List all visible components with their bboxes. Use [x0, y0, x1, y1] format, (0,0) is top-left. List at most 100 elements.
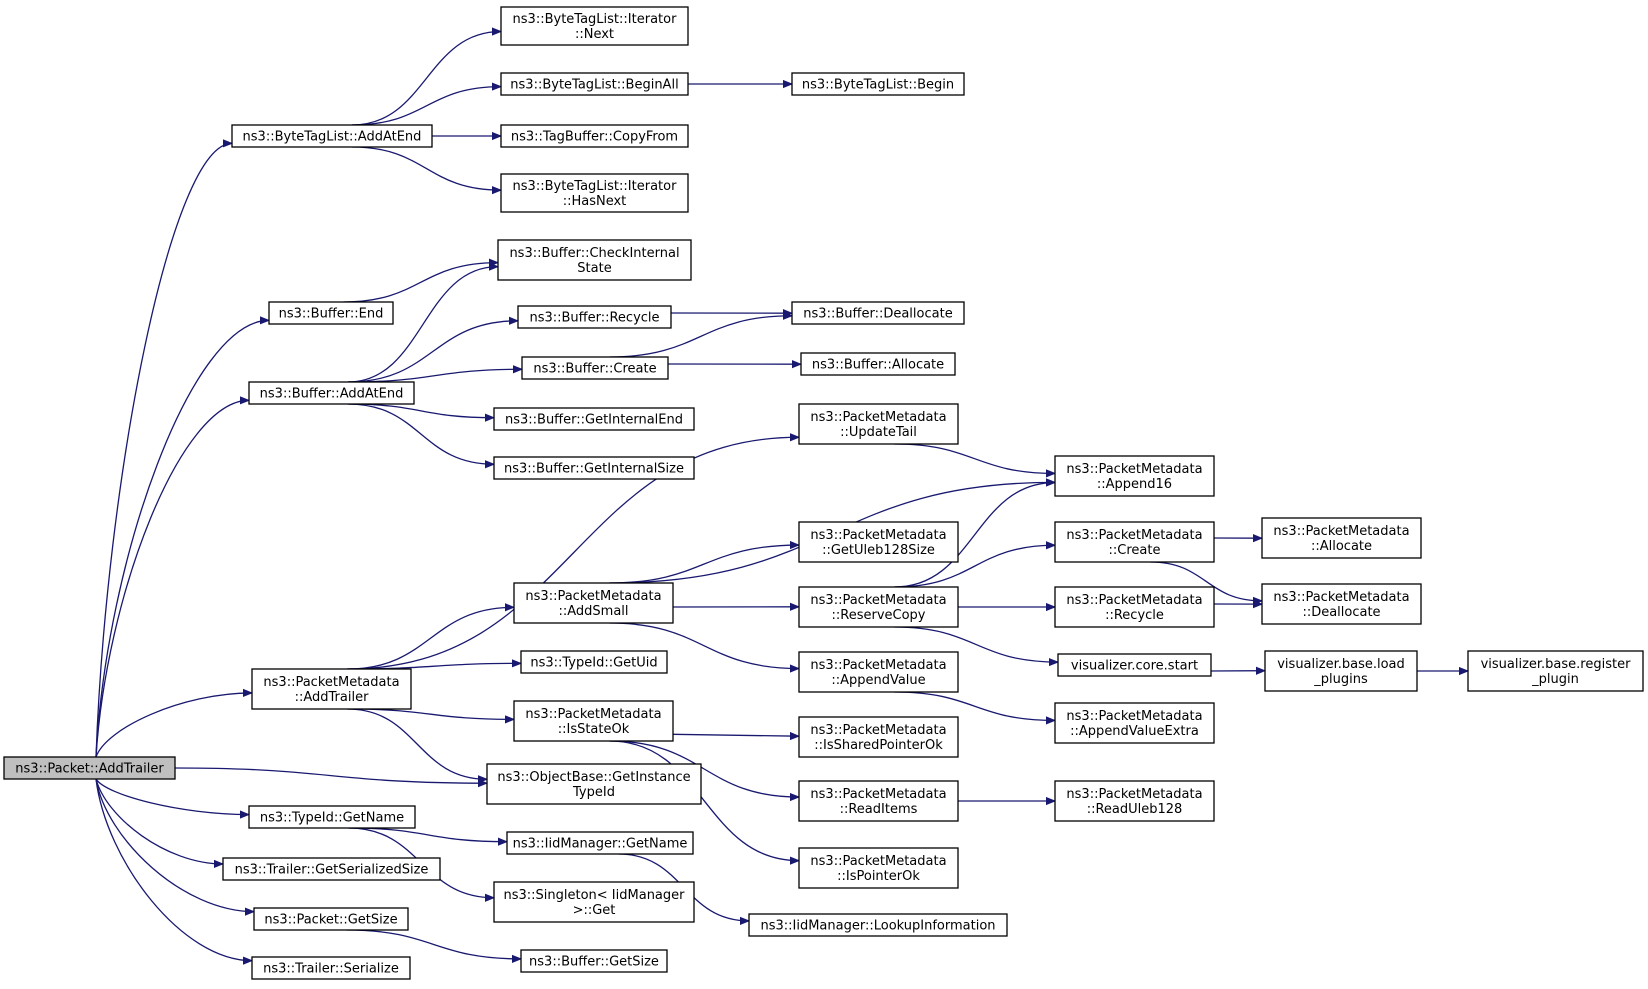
- node-buf-end[interactable]: ns3::Buffer::End: [268, 301, 394, 325]
- node-singleton-get[interactable]: ns3::Singleton< IidManager>::Get: [493, 881, 695, 923]
- node-label: ns3::Packet::AddTrailer: [15, 762, 164, 777]
- node-pm-updatetail[interactable]: ns3::PacketMetadata::UpdateTail: [798, 403, 959, 445]
- node-label: ns3::PacketMetadata: [810, 723, 946, 738]
- node-buf-recycle[interactable]: ns3::Buffer::Recycle: [517, 305, 672, 329]
- node-label: ::Deallocate: [1302, 605, 1380, 620]
- node-pm-appendvalue[interactable]: ns3::PacketMetadata::AppendValue: [798, 651, 959, 693]
- edge-path: [174, 767, 487, 783]
- node-pm-create[interactable]: ns3::PacketMetadata::Create: [1054, 521, 1215, 563]
- node-pm-readitems[interactable]: ns3::PacketMetadata::ReadItems: [798, 780, 959, 822]
- node-label: ns3::PacketMetadata: [810, 787, 946, 802]
- node-box: [497, 239, 692, 281]
- node-pm-isstateok[interactable]: ns3::PacketMetadata::IsStateOk: [513, 700, 674, 742]
- edge-path: [894, 443, 1055, 473]
- node-pm-issharedpointerok[interactable]: ns3::PacketMetadata::IsSharedPointerOk: [798, 716, 959, 758]
- node-pm-addsmall[interactable]: ns3::PacketMetadata::AddSmall: [513, 582, 674, 624]
- edge-path: [894, 691, 1055, 720]
- edge-root-to-buf-end: [95, 320, 269, 758]
- node-buf-getinternalend[interactable]: ns3::Buffer::GetInternalEnd: [493, 407, 695, 431]
- node-btl-begin[interactable]: ns3::ByteTagList::Begin: [791, 72, 965, 96]
- node-label: ::GetUleb128Size: [822, 543, 935, 558]
- node-label: ns3::PacketMetadata: [810, 854, 946, 869]
- edge-path: [894, 545, 1055, 588]
- node-pm-append16[interactable]: ns3::PacketMetadata::Append16: [1054, 455, 1215, 497]
- node-iid-lookupinformation[interactable]: ns3::IidManager::LookupInformation: [748, 913, 1008, 937]
- node-btl-addatend[interactable]: ns3::ByteTagList::AddAtEnd: [231, 124, 433, 148]
- edge-buf-addatend-to-buf-recycle: [347, 321, 518, 383]
- node-box: [493, 881, 695, 923]
- node-typeid-getuid[interactable]: ns3::TypeId::GetUid: [520, 650, 668, 674]
- edge-pm-isstateok-to-pm-issharedpointerok: [672, 734, 799, 736]
- edges-layer: [95, 32, 1468, 961]
- node-label: ns3::PacketMetadata: [1066, 787, 1202, 802]
- node-label: ns3::PacketMetadata: [810, 658, 946, 673]
- node-label: ns3::PacketMetadata: [810, 410, 946, 425]
- node-btl-beginall[interactable]: ns3::ByteTagList::BeginAll: [500, 72, 689, 96]
- edge-path: [95, 778, 249, 815]
- edge-typeid-getname-to-iid-getname: [348, 827, 507, 842]
- node-root[interactable]: ns3::Packet::AddTrailer: [3, 756, 176, 780]
- edge-pm-updatetail-to-pm-append16: [894, 443, 1055, 473]
- node-buf-deallocate[interactable]: ns3::Buffer::Deallocate: [791, 301, 965, 325]
- node-pm-ispointerok[interactable]: ns3::PacketMetadata::IsPointerOk: [798, 847, 959, 889]
- edge-root-to-trailer-serialize: [95, 778, 252, 961]
- node-pm-addtrailer[interactable]: ns3::PacketMetadata::AddTrailer: [251, 668, 412, 710]
- node-buf-getinternalsize[interactable]: ns3::Buffer::GetInternalSize: [493, 456, 695, 480]
- node-viz-load-plugins[interactable]: visualizer.base.load_plugins: [1264, 650, 1418, 692]
- node-label: ::IsPointerOk: [837, 869, 920, 884]
- node-pm-reservecopy[interactable]: ns3::PacketMetadata::ReserveCopy: [798, 586, 959, 628]
- nodes-layer: ns3::Packet::AddTrailer ns3::ByteTagList:…: [3, 6, 1644, 980]
- node-trailer-serialize[interactable]: ns3::Trailer::Serialize: [251, 956, 411, 980]
- node-buf-allocate[interactable]: ns3::Buffer::Allocate: [800, 352, 956, 376]
- node-label: ns3::PacketMetadata: [1273, 590, 1409, 605]
- node-label: ns3::Buffer::Create: [533, 362, 656, 377]
- node-viz-register-plugin[interactable]: visualizer.base.register_plugin: [1467, 650, 1644, 692]
- node-btl-it-hasnext[interactable]: ns3::ByteTagList::Iterator::HasNext: [500, 173, 689, 213]
- node-label: >::Get: [573, 903, 616, 918]
- node-btl-it-next[interactable]: ns3::ByteTagList::Iterator::Next: [500, 6, 689, 46]
- node-buf-addatend[interactable]: ns3::Buffer::AddAtEnd: [248, 381, 415, 405]
- node-typeid-getname[interactable]: ns3::TypeId::GetName: [248, 805, 416, 829]
- node-pm-deallocate[interactable]: ns3::PacketMetadata::Deallocate: [1261, 583, 1422, 625]
- node-label: ns3::PacketMetadata: [1066, 709, 1202, 724]
- node-box: [798, 403, 959, 445]
- node-box: [1054, 521, 1215, 563]
- node-box: [251, 668, 412, 710]
- node-pm-getuleb128size[interactable]: ns3::PacketMetadata::GetUleb128Size: [798, 521, 959, 563]
- node-viz-core-start[interactable]: visualizer.core.start: [1057, 653, 1212, 677]
- node-pm-recycle[interactable]: ns3::PacketMetadata::Recycle: [1054, 586, 1215, 628]
- edge-root-to-packet-getsize: [95, 778, 254, 912]
- node-tb-copyfrom[interactable]: ns3::TagBuffer::CopyFrom: [500, 124, 689, 148]
- node-box: [506, 831, 694, 855]
- edge-path: [609, 740, 799, 797]
- node-buf-getsize[interactable]: ns3::Buffer::GetSize: [520, 949, 668, 973]
- node-label: ns3::ByteTagList::Iterator: [513, 179, 678, 194]
- node-box: [1054, 780, 1215, 822]
- node-iid-getname[interactable]: ns3::IidManager::GetName: [506, 831, 694, 855]
- node-label: ::ReadUleb128: [1087, 802, 1183, 817]
- node-trailer-getserializedsize[interactable]: ns3::Trailer::GetSerializedSize: [222, 857, 441, 881]
- node-box: [798, 586, 959, 628]
- node-box: [798, 521, 959, 563]
- node-label: ns3::Buffer::End: [279, 307, 384, 322]
- node-box: [500, 124, 689, 148]
- edge-path: [95, 778, 252, 961]
- node-label: ns3::PacketMetadata: [525, 589, 661, 604]
- node-label: ns3::Packet::GetSize: [264, 913, 397, 928]
- node-buf-create[interactable]: ns3::Buffer::Create: [521, 356, 669, 380]
- node-label: ::UpdateTail: [840, 425, 917, 440]
- node-label: ns3::Buffer::GetInternalSize: [504, 462, 684, 477]
- node-pm-appendvalueextra[interactable]: ns3::PacketMetadata::AppendValueExtra: [1054, 702, 1215, 744]
- node-pm-readuleb128[interactable]: ns3::PacketMetadata::ReadUleb128: [1054, 780, 1215, 822]
- node-label: ::IsStateOk: [558, 722, 630, 737]
- node-label: ns3::ByteTagList::BeginAll: [510, 78, 678, 93]
- node-box: [493, 407, 695, 431]
- node-label: ::Recycle: [1105, 608, 1164, 623]
- edge-path: [95, 693, 252, 758]
- node-packet-getsize[interactable]: ns3::Packet::GetSize: [253, 907, 409, 931]
- node-box: [231, 124, 433, 148]
- node-pm-allocate[interactable]: ns3::PacketMetadata::Allocate: [1261, 517, 1422, 559]
- node-label: ::Create: [1109, 543, 1161, 558]
